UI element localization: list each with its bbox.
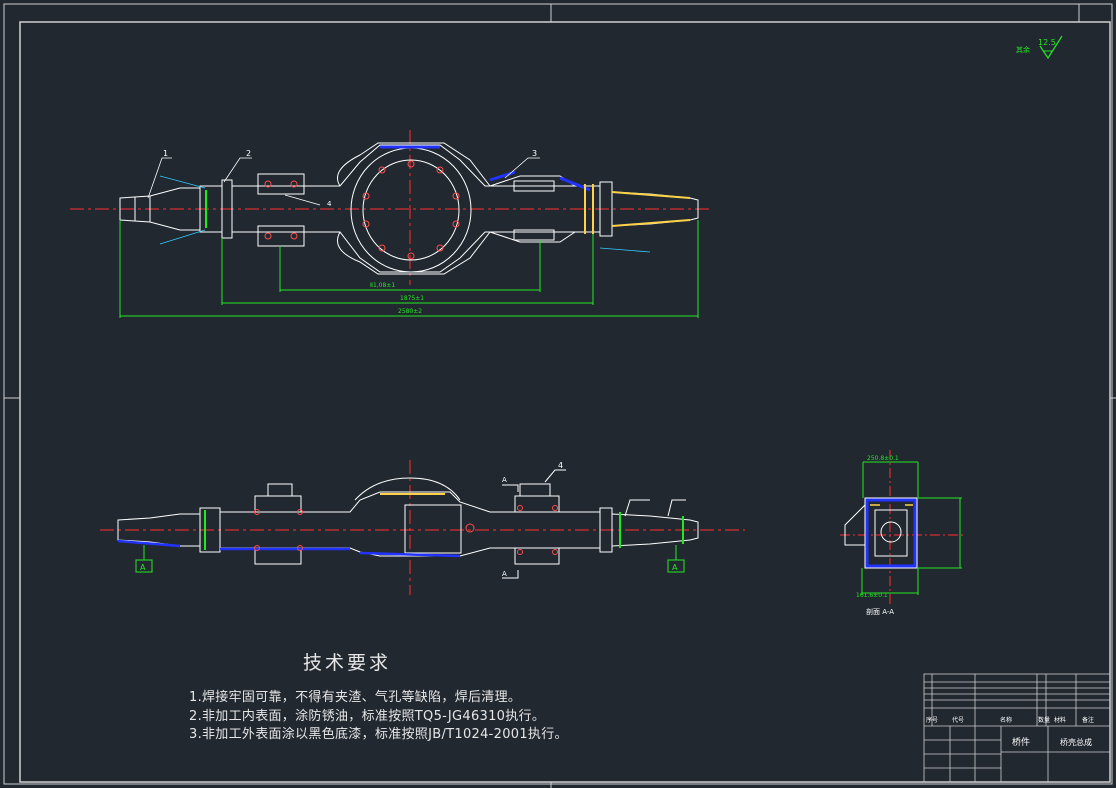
tech-requirement-3: 3.非加工外表面涂以黑色底漆，标准按照JB/T1024-2001执行。 [189, 727, 568, 742]
svg-text:161.6±0.1: 161.6±0.1 [856, 592, 888, 599]
section-marker-bottom: A [502, 570, 507, 578]
title-assembly-name: 桥壳总成 [1060, 737, 1092, 747]
title-col-header-2: 名称 [1000, 716, 1012, 724]
section-marker-top: A [502, 476, 507, 484]
part-label-4: 4 [327, 200, 332, 208]
front-view: Ⅱ1,08±1 1875±1 2580±2 1 2 3 4 [70, 130, 710, 318]
svg-text:1875±1: 1875±1 [400, 295, 424, 302]
surface-finish-value: 12.5 [1038, 38, 1056, 47]
title-block [923, 673, 1111, 783]
tech-requirement-1: 1.焊接牢固可靠，不得有夹渣、气孔等缺陷，焊后清理。 [189, 690, 522, 705]
svg-text:A: A [672, 563, 678, 572]
part-label-2: 2 [246, 149, 251, 158]
part-label-4b: 4 [558, 461, 563, 470]
tech-requirements-title: 技术要求 [303, 652, 392, 674]
title-part-name: 桥件 [1012, 736, 1030, 748]
part-label-1: 1 [163, 149, 168, 158]
title-col-header-4: 材料 [1054, 716, 1066, 724]
tech-requirement-2: 2.非加工内表面，涂防锈油，标准按照TQ5-JG46310执行。 [189, 709, 546, 724]
svg-text:A: A [140, 563, 146, 572]
top-view: A A A A 4 [100, 460, 745, 595]
svg-text:250.8±0.1: 250.8±0.1 [867, 455, 899, 462]
svg-text:2580±2: 2580±2 [398, 308, 422, 315]
surface-finish-note: 其余 [1016, 45, 1030, 54]
drawing-frame [3, 3, 1116, 788]
title-col-header-1: 代号 [952, 716, 964, 724]
title-col-header-0: 序号 [926, 716, 938, 724]
title-col-header-3: 数量 [1038, 716, 1050, 724]
surface-finish-symbol: 其余 12.5 [1016, 35, 1063, 60]
svg-text:Ⅱ1,08±1: Ⅱ1,08±1 [370, 282, 395, 289]
section-view: 250.8±0.1 161.6±0.1 剖面 A-A [840, 450, 965, 616]
part-label-3: 3 [532, 149, 537, 158]
title-block-text: 序号 代号 名称 数量 材料 备注 桥件 桥壳总成 [926, 716, 1094, 748]
section-label: 剖面 A-A [866, 607, 894, 616]
title-col-header-5: 备注 [1082, 716, 1094, 724]
